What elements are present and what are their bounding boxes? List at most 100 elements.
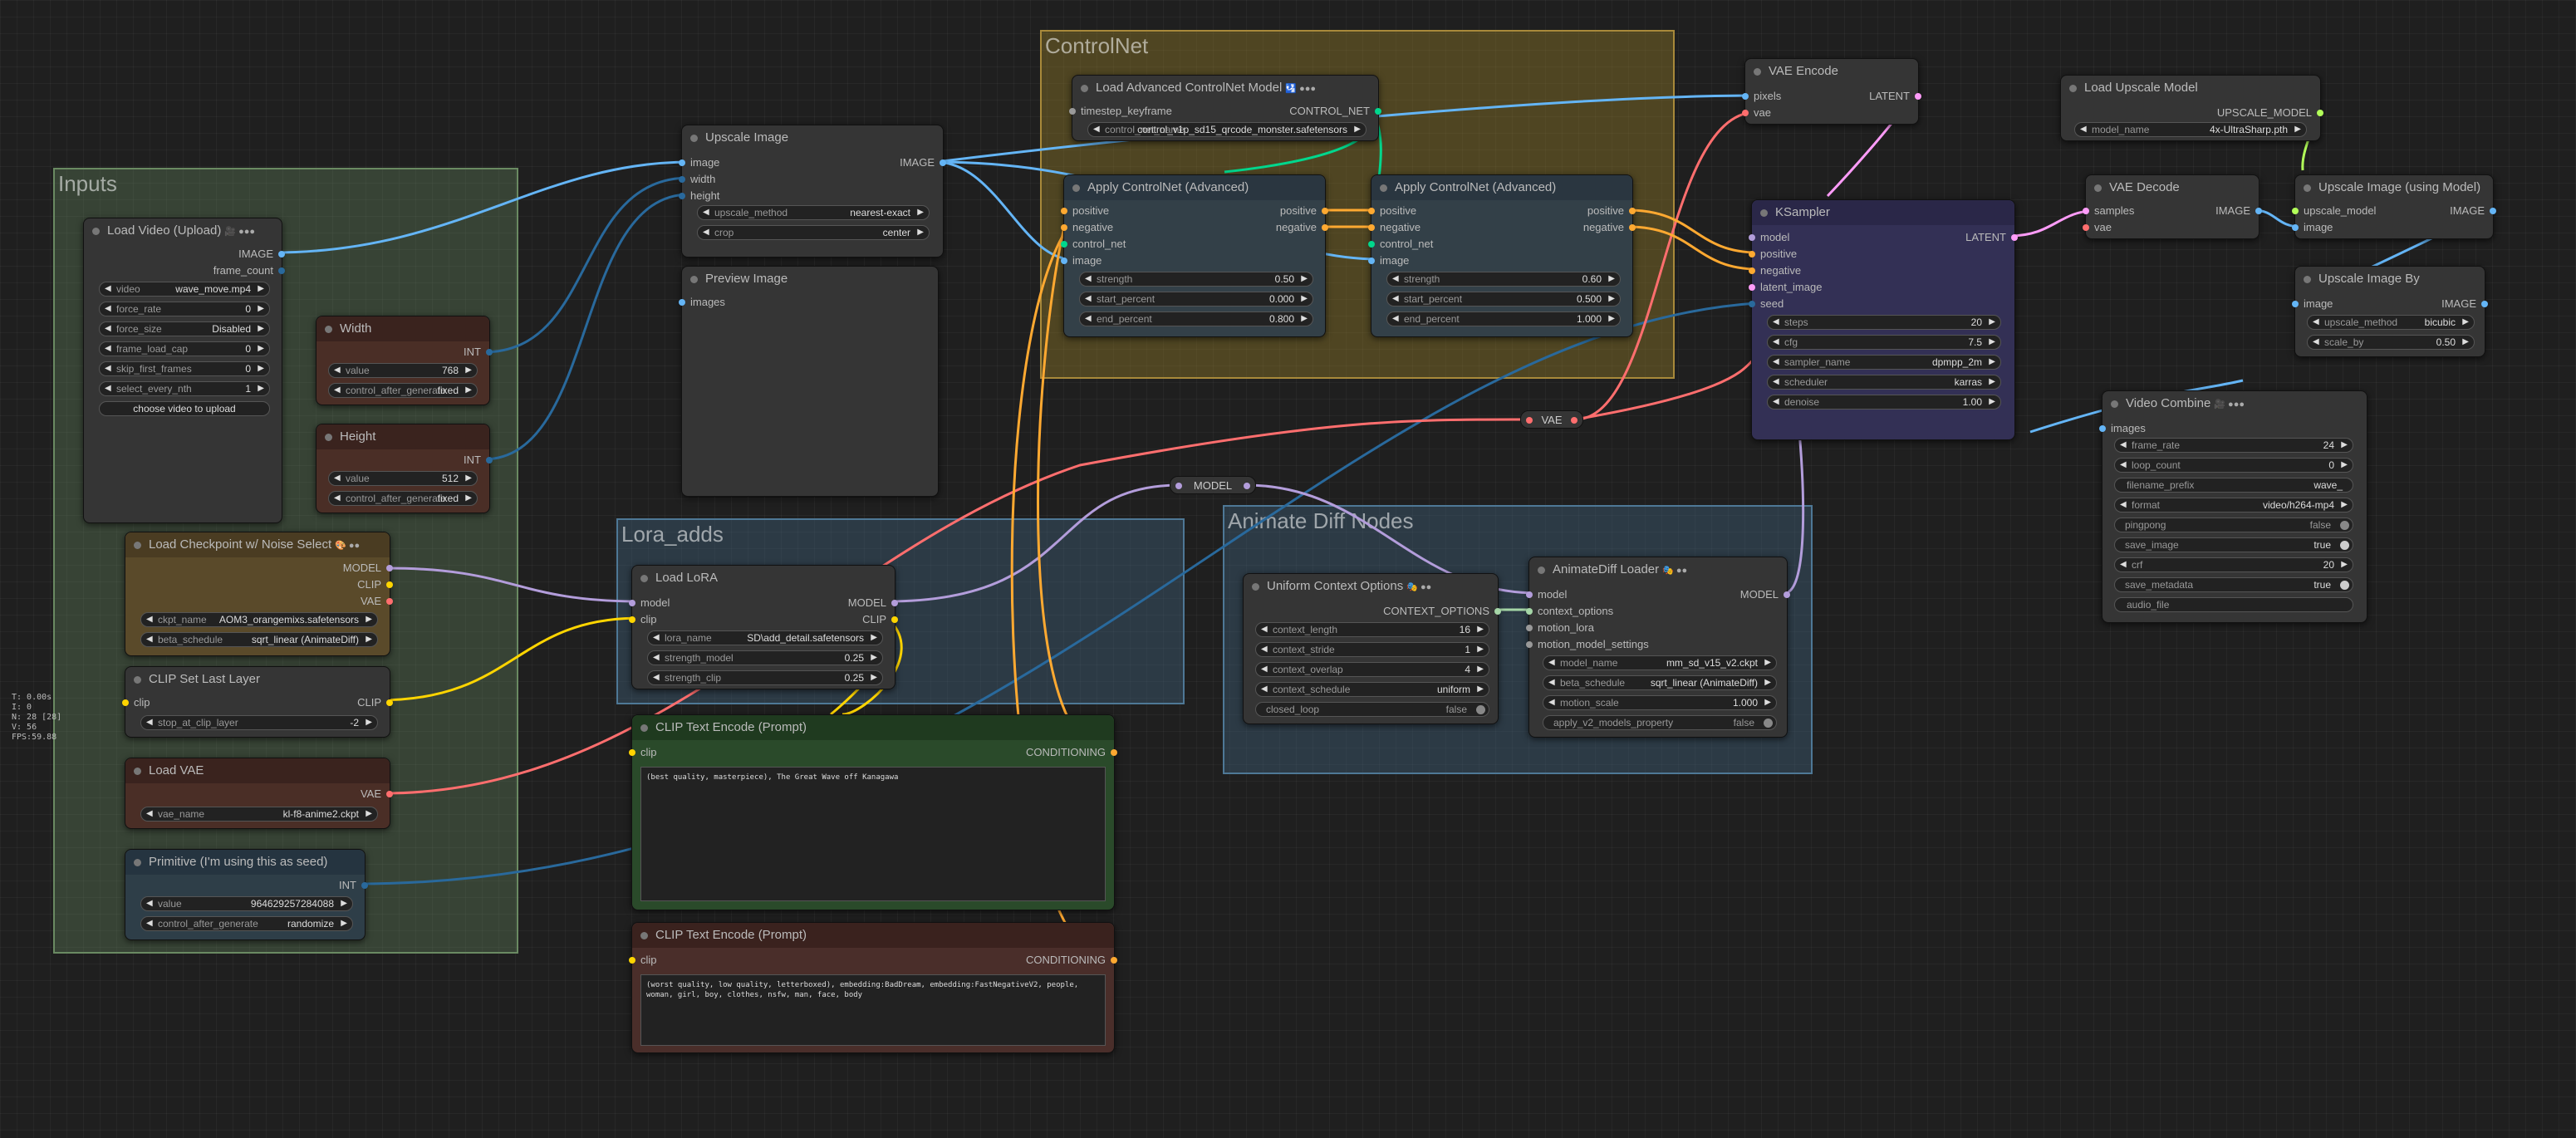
model-output[interactable]: MODEL [1740, 587, 1791, 602]
node-title[interactable]: CLIP Text Encode (Prompt) [632, 923, 1114, 948]
latent-output[interactable]: LATENT [1965, 230, 2018, 245]
model-output[interactable]: MODEL [848, 596, 899, 611]
latent-image-input[interactable]: latent_image [1749, 280, 1822, 295]
model-input[interactable]: model [629, 596, 670, 611]
positive-output[interactable]: positive [1587, 204, 1636, 218]
images-input[interactable]: images [2099, 421, 2146, 436]
node-title[interactable]: Upscale Image By [2295, 267, 2485, 292]
node-title[interactable]: Apply ControlNet (Advanced) [1371, 175, 1632, 200]
node-title[interactable]: Preview Image [682, 267, 938, 292]
context-options-output[interactable]: CONTEXT_OPTIONS [1383, 604, 1501, 619]
seed-input[interactable]: seed [1749, 297, 1784, 311]
node-title[interactable]: Load VAE [125, 758, 390, 783]
primitive-seed-node[interactable]: Primitive (I'm using this as seed) INT ◀… [125, 849, 368, 940]
control-net-input[interactable]: control_net [1061, 237, 1126, 252]
node-title[interactable]: Primitive (I'm using this as seed) [125, 850, 365, 875]
load-controlnet-node[interactable]: Load Advanced ControlNet Model🛂 ●●● time… [1069, 75, 1381, 141]
load-lora-node[interactable]: Load LoRA model clip MODEL CLIP ◀lora_na… [629, 565, 899, 689]
clip-input[interactable]: clip [629, 953, 657, 968]
width-input[interactable]: width [679, 172, 715, 187]
node-title[interactable]: Upscale Image [682, 125, 943, 150]
node-title[interactable]: VAE Encode [1745, 59, 1918, 84]
animatediff-loader-node[interactable]: AnimateDiff Loader🎭 ●● model context_opt… [1526, 557, 1791, 738]
image-input[interactable]: image [1061, 253, 1102, 268]
node-title[interactable]: Video Combine🎥 ●●● [2103, 391, 2367, 416]
node-title[interactable]: VAE Decode [2086, 175, 2259, 200]
upscale-image-node[interactable]: Upscale Image image width height IMAGE ◀… [679, 125, 946, 258]
node-title[interactable]: Load Upscale Model [2061, 76, 2320, 101]
uniform-context-options-node[interactable]: Uniform Context Options🎭 ●● CONTEXT_OPTI… [1243, 573, 1501, 724]
reroute-model[interactable]: MODEL [1170, 476, 1256, 494]
context-options-input[interactable]: context_options [1526, 604, 1613, 619]
load-video-node[interactable]: Load Video (Upload)🎥 ●●● IMAGE frame_cou… [83, 218, 286, 523]
timestep-keyframe-input[interactable]: timestep_keyframe [1069, 104, 1172, 119]
motion-lora-input[interactable]: motion_lora [1526, 621, 1594, 635]
upscale-model-output[interactable]: UPSCALE_MODEL [2217, 105, 2324, 120]
samples-input[interactable]: samples [2083, 204, 2134, 218]
negative-output[interactable]: negative [1276, 220, 1329, 235]
load-upscale-model-node[interactable]: Load Upscale Model UPSCALE_MODEL ◀model_… [2060, 75, 2324, 141]
latent-output[interactable]: LATENT [1869, 89, 1921, 104]
model-input[interactable]: model [1749, 230, 1789, 245]
prompt-textarea[interactable]: (worst quality, low quality, letterboxed… [640, 974, 1106, 1046]
negative-output[interactable]: negative [1583, 220, 1636, 235]
clip-output[interactable]: CLIP [862, 612, 898, 627]
image-output[interactable]: IMAGE [900, 155, 946, 170]
clip-set-last-layer-node[interactable]: CLIP Set Last Layer clip CLIP ◀stop_at_c… [122, 666, 393, 738]
model-output[interactable]: MODEL [343, 561, 394, 576]
clip-text-encode-negative-node[interactable]: CLIP Text Encode (Prompt) clip CONDITION… [629, 922, 1118, 1053]
frame-count-output[interactable]: frame_count [213, 263, 286, 278]
vae-decode-node[interactable]: VAE Decode samples vae IMAGE [2083, 174, 2262, 239]
positive-input[interactable]: positive [1061, 204, 1109, 218]
control-net-input[interactable]: control_net [1368, 237, 1433, 252]
negative-input[interactable]: negative [1061, 220, 1113, 235]
image-input[interactable]: image [1368, 253, 1409, 268]
node-title[interactable]: CLIP Text Encode (Prompt) [632, 715, 1114, 740]
negative-input[interactable]: negative [1368, 220, 1420, 235]
positive-input[interactable]: positive [1368, 204, 1416, 218]
motion-model-settings-input[interactable]: motion_model_settings [1526, 637, 1649, 652]
clip-input[interactable]: clip [629, 612, 657, 627]
positive-input[interactable]: positive [1749, 247, 1797, 262]
upload-button[interactable]: choose video to upload [99, 401, 270, 416]
vae-output[interactable]: VAE [361, 594, 394, 609]
control-net-output[interactable]: CONTROL_NET [1289, 104, 1381, 119]
clip-output[interactable]: CLIP [357, 577, 393, 592]
model-input[interactable]: model [1526, 587, 1567, 602]
node-title[interactable]: Upscale Image (using Model) [2295, 175, 2493, 200]
image-input[interactable]: image [2292, 297, 2333, 311]
upscale-model-input[interactable]: upscale_model [2292, 204, 2376, 218]
